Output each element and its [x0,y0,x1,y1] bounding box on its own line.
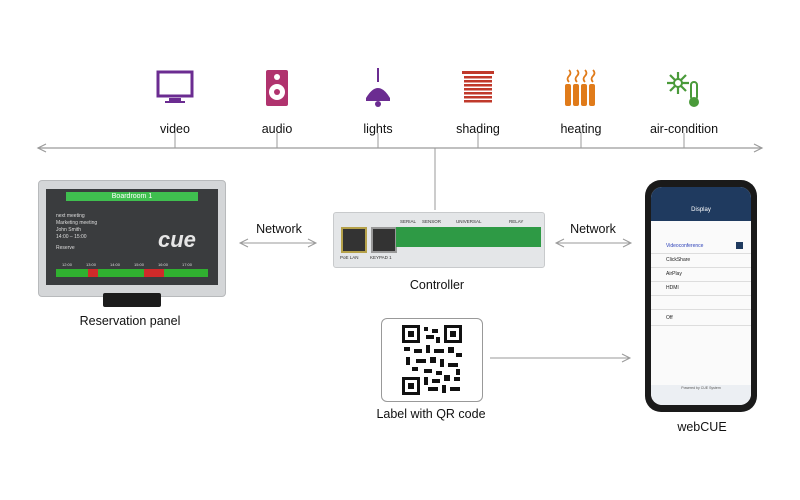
port-label: SERIAL [400,219,417,224]
category-shading: shading [433,68,523,136]
timeline-tick: 15:00 [134,262,145,267]
phone-footer: Powered by CUE System [651,385,751,405]
qr-label: Label with QR code [376,407,486,421]
radiator-icon [561,68,601,108]
category-air-condition: air-condition [639,68,729,136]
terminal-block [396,227,541,247]
meeting-time: 14:00 – 15:00 [56,234,87,240]
panel-screen: Boardroom 1 next meeting Marketing meeti… [46,189,218,285]
port-label: UNIVERSAL [456,219,482,224]
timeline-tick: 16:00 [158,262,169,267]
category-label: audio [261,122,293,136]
ethernet-port [341,227,367,253]
timeline-tick: 13:00 [86,262,97,267]
status-line: next meeting [56,213,85,219]
panel-base [103,293,161,307]
menu-separator [651,295,751,310]
reservation-panel-label: Reservation panel [79,314,181,328]
timeline-tick: 12:00 [62,262,73,267]
timeline-tick: 14:00 [110,262,121,267]
reservation-panel-device: Boardroom 1 next meeting Marketing meeti… [38,180,226,307]
phone-header: Display [651,187,751,221]
category-label: video [160,122,190,136]
category-lights: lights [333,68,423,136]
menu-item-airplay[interactable]: AirPlay [651,267,751,282]
timeline-tick: 17:00 [182,262,193,267]
network-label-right: Network [570,222,616,236]
menu-item-off[interactable]: Off [651,311,751,326]
category-heating: heating [536,68,626,136]
menu-item-hdmi[interactable]: HDMI [651,281,751,296]
category-label: lights [363,122,393,136]
qr-label-card [381,318,483,402]
port-label: SENSOR [422,219,442,224]
blinds-icon [458,68,498,108]
port-label: PoE LAN [340,255,359,260]
qr-code-icon [402,325,462,395]
ceiling-lamp-icon [358,68,398,108]
menu-item-clickshare[interactable]: ClickShare [651,253,751,268]
webcue-label: webCUE [677,420,727,434]
category-audio: audio [232,68,322,136]
menu-item-videoconference[interactable]: Videoconference [651,239,751,254]
phone-screen: Display Videoconference ClickShare AirPl… [651,187,751,405]
webcue-phone: Display Videoconference ClickShare AirPl… [645,180,757,412]
cue-logo: cue [158,227,196,252]
network-label-left: Network [256,222,302,236]
snowflake-thermometer-icon [664,68,704,108]
speaker-icon [257,68,297,108]
reserve-button[interactable]: Reserve [56,245,75,251]
keypad-port [371,227,397,253]
controller-label: Controller [409,278,465,292]
organizer-name: John Smith [56,227,82,233]
port-label: RELAY [509,219,524,224]
port-label: KEYPAD 1 [370,255,392,260]
monitor-icon [155,68,195,108]
category-label: shading [456,122,500,136]
meeting-name: Marketing meeting [56,220,98,226]
category-label: heating [560,122,602,136]
room-title: Boardroom 1 [66,192,198,201]
footer-text: Powered by CUE System [681,386,721,390]
category-label: air-condition [649,122,719,136]
screen-title: Display [691,207,711,213]
controller-device: PoE LAN KEYPAD 1 SERIAL SENSOR UNIVERSAL… [333,212,545,268]
timeline-bar [56,269,208,277]
category-video: video [130,68,220,136]
